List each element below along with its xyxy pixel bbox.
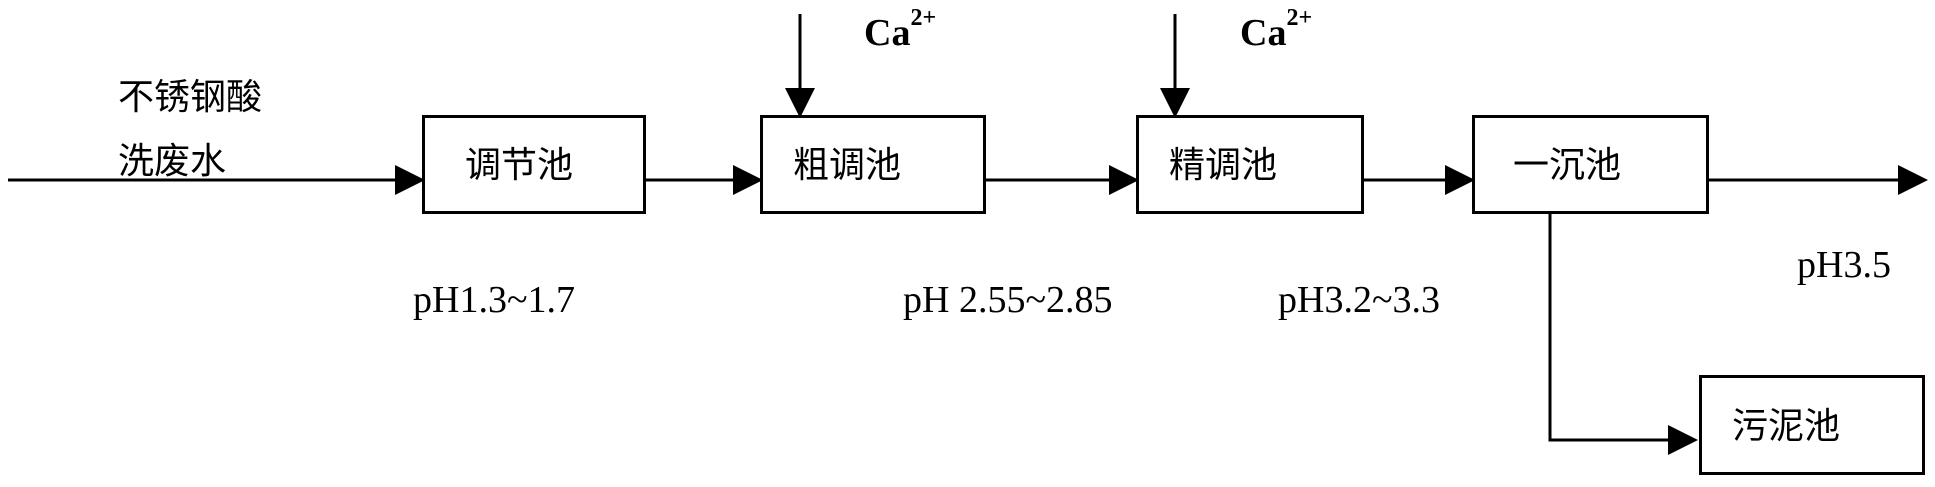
primary-settling-label: 一沉池 bbox=[1513, 145, 1622, 186]
coarse-tank-box: 粗调池 bbox=[760, 115, 986, 214]
primary-settling-box: 一沉池 bbox=[1472, 115, 1709, 214]
sludge-line bbox=[1548, 214, 1698, 455]
coarse-tank-label: 粗调池 bbox=[793, 145, 902, 186]
ph-label-coarse: pH 2.55~2.85 bbox=[903, 279, 1113, 321]
sludge-tank-box: 污泥池 bbox=[1699, 375, 1925, 475]
fine-tank-box: 精调池 bbox=[1136, 115, 1364, 214]
dosing-label-fine: Ca2+ bbox=[1240, 5, 1313, 54]
input-label-line2: 洗废水 bbox=[118, 141, 227, 182]
adjust-tank-label: 调节池 bbox=[465, 145, 574, 186]
ph-label-fine: pH3.2~3.3 bbox=[1278, 279, 1441, 321]
input-label-line1: 不锈钢酸 bbox=[118, 77, 263, 118]
sludge-tank-label: 污泥池 bbox=[1732, 406, 1841, 447]
ph-label-outlet: pH3.5 bbox=[1797, 244, 1891, 286]
adjust-tank-box: 调节池 bbox=[422, 115, 646, 214]
fine-tank-label: 精调池 bbox=[1169, 145, 1278, 186]
ph-label-adjust: pH1.3~1.7 bbox=[413, 279, 576, 321]
dosing-label-coarse: Ca2+ bbox=[864, 5, 937, 54]
